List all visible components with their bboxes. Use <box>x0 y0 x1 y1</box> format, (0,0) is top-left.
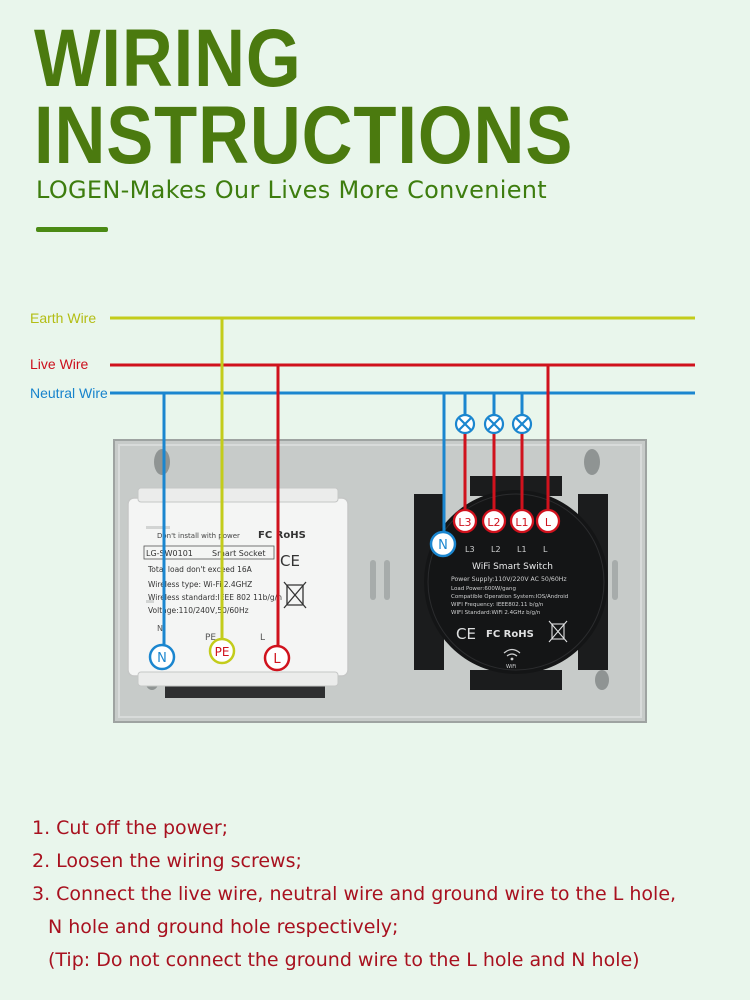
step-3-continued: N hole and ground hole respectively; <box>48 916 399 938</box>
socket-certs: FC RoHS <box>258 530 306 541</box>
neutral-wire-label: Neutral Wire <box>30 385 108 401</box>
switch-spec-5: WIFI Standard:WiFi 2.4GHz b/g/n <box>451 610 541 616</box>
switch-l2-badge-label: L2 <box>487 516 500 529</box>
socket-l-badge-label: L <box>273 652 281 667</box>
switch-terminal-l-mark: L <box>543 545 548 554</box>
lamp-1-icon <box>511 413 533 435</box>
switch-terminal-l2-mark: L2 <box>491 545 501 554</box>
socket-ce-mark: CE <box>280 552 300 570</box>
socket-spec-3: Wireless standard:IEEE 802 11b/g/n <box>148 593 282 602</box>
switch-spec-3: Compatible Operation System:IOS/Android <box>451 594 568 600</box>
switch-l3-terminal-badge: L3 <box>452 508 478 534</box>
earth-wire-label: Earth Wire <box>30 310 97 326</box>
wifi-icon <box>503 648 521 661</box>
socket-terminal-n-mark: N <box>157 624 163 633</box>
smart-switch-module: L3 L2 L1 L WiFi Smart Switch Power Suppl… <box>414 476 608 690</box>
switch-l-badge-label: L <box>545 516 552 529</box>
switch-title: WiFi Smart Switch <box>472 562 553 572</box>
instruction-steps: 1. Cut off the power; 2. Loosen the wiri… <box>32 812 676 977</box>
weee-bin-icon <box>283 581 307 609</box>
socket-l-terminal-badge: L <box>263 644 291 672</box>
step-3: 3. Connect the live wire, neutral wire a… <box>32 883 677 905</box>
socket-pe-terminal-badge: PE <box>208 637 236 665</box>
socket-terminal-pe-mark: PE <box>205 633 216 643</box>
socket-n-terminal-badge: N <box>148 643 176 671</box>
title-line-2: INSTRUCTIONS <box>34 90 574 181</box>
subtitle: LOGEN-Makes Our Lives More Convenient <box>36 176 547 204</box>
switch-l2-terminal-badge: L2 <box>481 508 507 534</box>
title-underline <box>36 227 108 232</box>
switch-ce-mark: CE <box>456 625 476 643</box>
switch-n-badge-label: N <box>438 538 448 553</box>
lamp-3-icon <box>454 413 476 435</box>
live-wire-label: Live Wire <box>30 356 89 372</box>
switch-terminal-l3-mark: L3 <box>465 545 475 554</box>
socket-warning: Don't install with power <box>157 532 240 540</box>
socket-n-badge-label: N <box>157 651 167 666</box>
switch-spec-2: Load Power:600W/gang <box>451 586 516 592</box>
socket-spec-1: Total load don't exceed 16A <box>147 565 253 574</box>
switch-terminal-l1-mark: L1 <box>517 545 527 554</box>
switch-l1-terminal-badge: L1 <box>509 508 535 534</box>
smart-socket-module: Don't install with power FC RoHS LG-SW01… <box>127 487 349 698</box>
title-line-1: WIRING <box>34 13 302 104</box>
socket-model: LG-SW0101 <box>146 549 193 558</box>
socket-pe-badge-label: PE <box>215 645 230 659</box>
socket-spec-4: Voltage:110/240V,50/60Hz <box>148 606 249 615</box>
socket-terminal-l-mark: L <box>260 633 265 643</box>
step-2: 2. Loosen the wiring screws; <box>32 850 302 872</box>
switch-weee-bin-icon <box>548 620 568 643</box>
lamp-2-icon <box>483 413 505 435</box>
switch-n-terminal-badge: N <box>429 530 457 558</box>
switch-certs: FC RoHS <box>486 629 534 640</box>
switch-spec-1: Power Supply:110V/220V AC 50/60Hz <box>451 576 567 583</box>
switch-l1-badge-label: L1 <box>515 516 528 529</box>
socket-name: Smart Socket <box>212 549 266 558</box>
switch-l-terminal-badge: L <box>535 508 561 534</box>
step-1: 1. Cut off the power; <box>32 817 229 839</box>
switch-wifi-text: WiFi <box>506 664 516 670</box>
wiring-diagram: Don't install with power FC RoHS LG-SW01… <box>110 316 695 723</box>
switch-l3-badge-label: L3 <box>458 516 471 529</box>
socket-spec-2: Wireless type: Wi-Fi 2.4GHZ <box>148 580 252 589</box>
switch-spec-4: WIFI Frequency: IEEE802.11 b/g/n <box>451 602 544 608</box>
tip: (Tip: Do not connect the ground wire to … <box>48 949 640 971</box>
